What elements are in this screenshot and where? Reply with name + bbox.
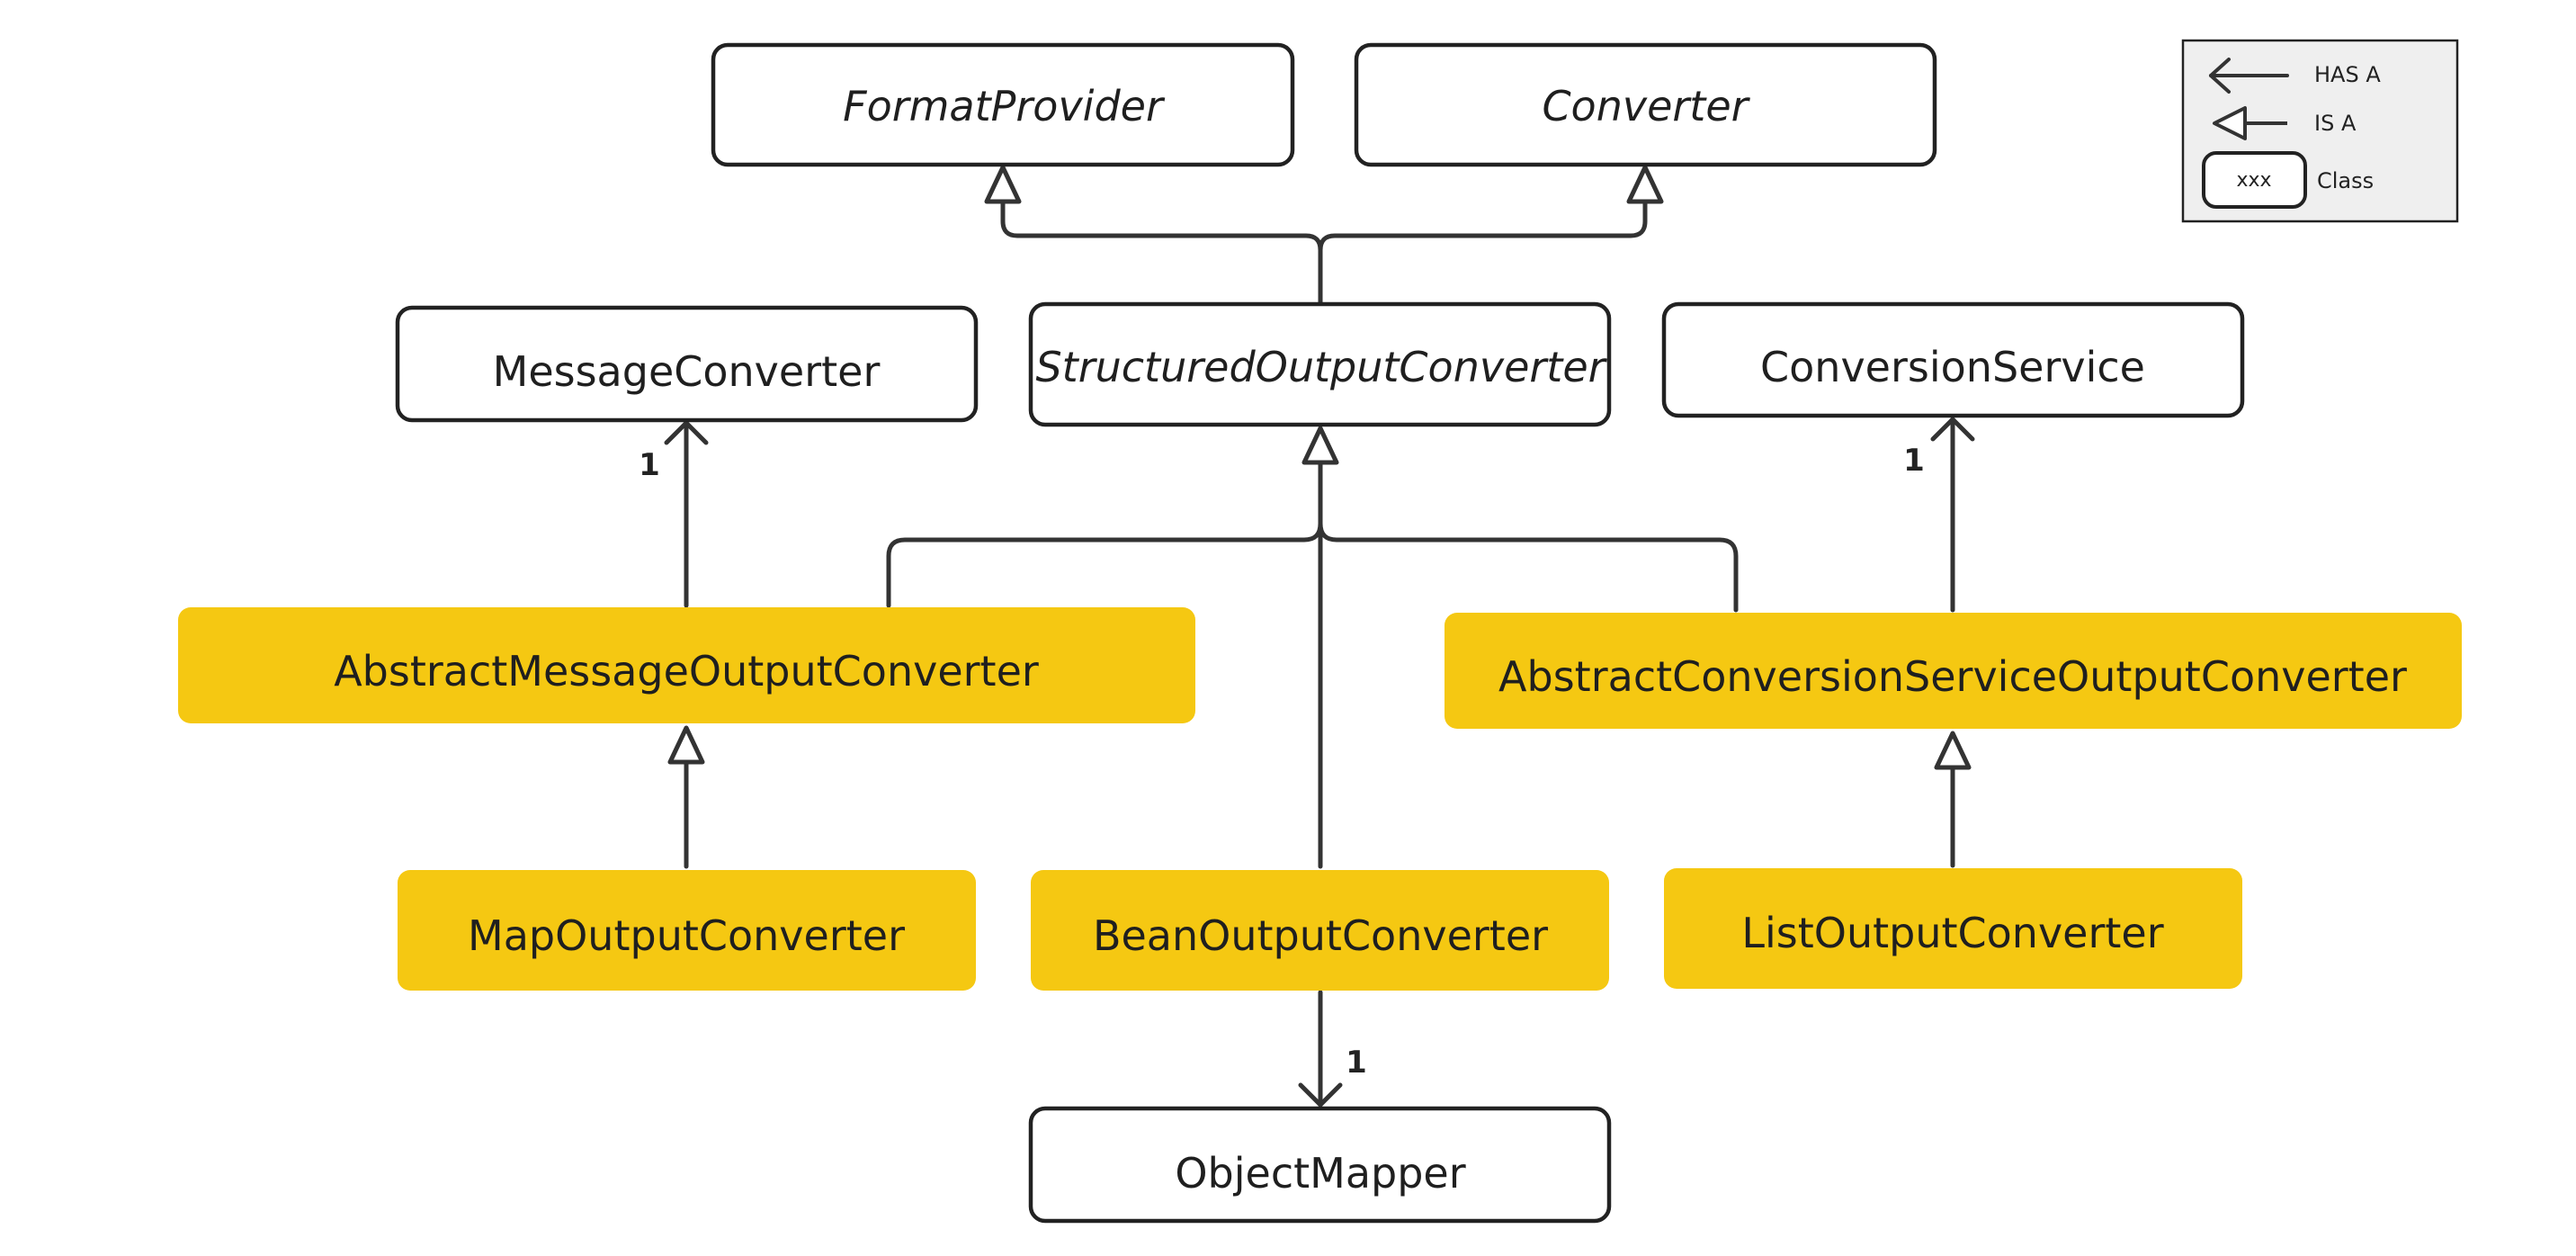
class-name: BeanOutputConverter <box>1093 911 1548 960</box>
class-format-provider[interactable]: FormatProvider <box>711 42 1295 167</box>
class-object-mapper[interactable]: ObjectMapper <box>1028 1106 1612 1224</box>
is-a-arrowhead <box>1626 165 1664 204</box>
class-name: MessageConverter <box>493 347 881 396</box>
edge-acsoc-is-a-soc <box>1318 458 1739 613</box>
class-name: ConversionService <box>1760 343 2145 391</box>
has-a-arrowhead <box>1930 417 1975 442</box>
is-a-arrowhead <box>1301 426 1339 465</box>
edge-amoc-is-a-soc <box>886 458 1323 608</box>
class-bean-output-converter[interactable]: BeanOutputConverter <box>1031 870 1609 991</box>
class-abstract-message-output-converter[interactable]: AbstractMessageOutputConverter <box>178 607 1195 723</box>
has-a-arrowhead <box>1298 1082 1343 1108</box>
legend-is-a-label: IS A <box>2314 111 2357 136</box>
multiplicities: 1 1 1 <box>639 443 1925 1081</box>
legend-class-sample: xxx <box>2236 169 2271 192</box>
multiplicity-label: 1 <box>1346 1045 1367 1081</box>
class-converter[interactable]: Converter <box>1354 42 1937 167</box>
multiplicity-label: 1 <box>1903 443 1925 479</box>
is-a-arrowhead <box>1934 731 1972 770</box>
is-a-arrowhead <box>667 725 705 765</box>
class-name: AbstractConversionServiceOutputConverter <box>1498 652 2407 701</box>
legend-has-a-label: HAS A <box>2314 62 2381 87</box>
has-a-arrowhead <box>664 420 709 445</box>
class-list-output-converter[interactable]: ListOutputConverter <box>1664 868 2242 989</box>
class-name: MapOutputConverter <box>468 911 905 960</box>
class-map-output-converter[interactable]: MapOutputConverter <box>398 870 976 991</box>
class-name: FormatProvider <box>843 82 1166 130</box>
class-message-converter[interactable]: MessageConverter <box>395 305 979 423</box>
edge-soc-is-a-converter <box>1318 195 1648 304</box>
class-legend-icon: xxx <box>2202 151 2307 209</box>
class-abstract-conversion-service-output-converter[interactable]: AbstractConversionServiceOutputConverter <box>1445 613 2462 729</box>
legend: HAS A IS A xxx Class <box>2181 39 2459 223</box>
class-name: AbstractMessageOutputConverter <box>334 647 1039 695</box>
is-a-legend-icon <box>2213 106 2287 140</box>
multiplicity-label: 1 <box>639 447 660 483</box>
class-name: StructuredOutputConverter <box>1035 343 1607 391</box>
class-name: ObjectMapper <box>1175 1149 1465 1198</box>
connectors <box>664 165 1975 1108</box>
is-a-arrowhead <box>984 165 1022 204</box>
class-conversion-service[interactable]: ConversionService <box>1661 301 2245 418</box>
has-a-legend-icon <box>2209 58 2289 94</box>
class-name: Converter <box>1542 82 1750 130</box>
class-structured-output-converter[interactable]: StructuredOutputConverter <box>1028 301 1612 427</box>
class-name: ListOutputConverter <box>1741 909 2163 957</box>
edge-soc-is-a-format-provider <box>1000 195 1323 304</box>
legend-class-label: Class <box>2317 168 2374 193</box>
